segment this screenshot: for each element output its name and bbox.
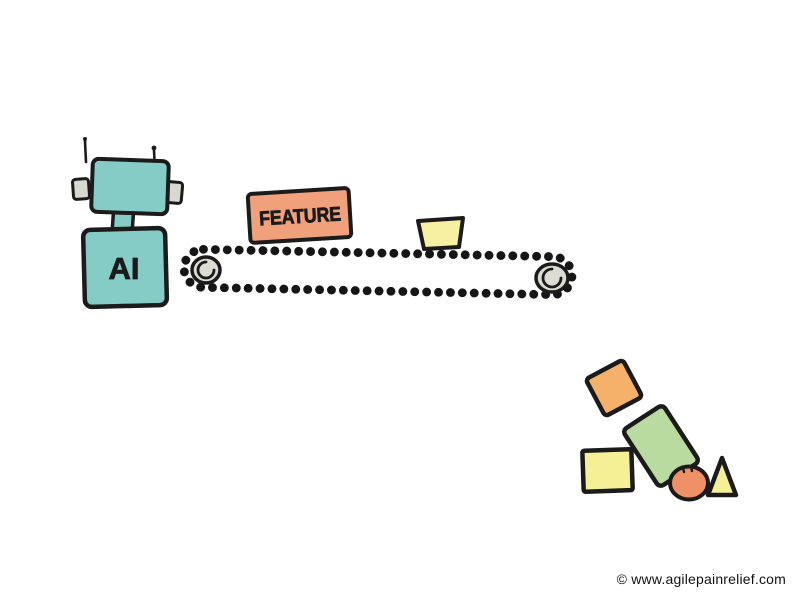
conveyor-roller-right-spiral [541,267,563,289]
robot-body-label: AI [109,251,140,286]
robot-head [89,156,171,217]
robot-body [80,225,170,310]
conveyor-roller-left [190,255,222,285]
pile-yellow-triangle [705,455,739,498]
feature-card: FEATURE [245,186,354,245]
pile-coral-ball [668,464,710,502]
feature-card-label: FEATURE [259,203,342,230]
pile-coral-ball-notches [681,465,694,474]
conveyor-belt-chain [179,244,577,300]
pile-yellow-square [580,446,635,495]
robot-antenna-left [83,139,88,164]
robot: AI [71,137,185,310]
copyright-text: © www.agilepainrelief.com [616,571,786,587]
robot-antenna-left-tip [83,137,87,141]
feature-card-box [245,186,354,245]
shape-pile [580,358,739,502]
conveyor-roller-right [534,262,570,294]
pile-orange-square [584,358,644,418]
robot-antenna-right-tip [151,145,157,151]
conveyor-roller-left-spiral [196,260,216,280]
conveyor-belt [179,244,577,300]
robot-ear-left [71,177,91,201]
blank-card-on-belt [416,216,465,251]
